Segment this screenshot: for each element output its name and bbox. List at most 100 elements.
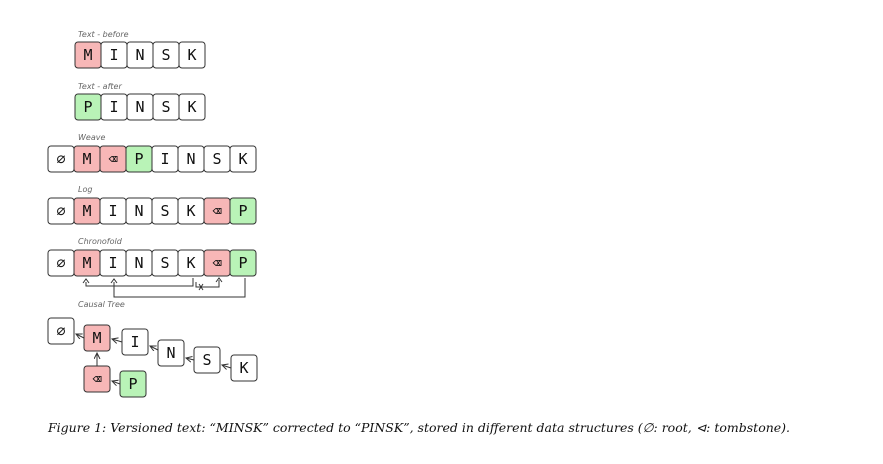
row-weave-cell-5-label: N (186, 150, 195, 168)
row-weave-cell-7-box (229, 145, 257, 173)
label-after: Text - after (78, 82, 122, 91)
row-after-cell-1-label: I (109, 98, 118, 116)
chronofold-link-cut-mark (198, 283, 204, 291)
row-chronofold-cell-7: P (229, 249, 257, 277)
row-chronofold-cell-6-label: ⌫ (212, 254, 221, 272)
row-weave-cell-7-label: K (238, 150, 247, 168)
row-log-cell-2: I (99, 197, 127, 225)
causal-node-6: ⌫ (83, 365, 111, 393)
row-before-cell-4-box (178, 41, 206, 69)
causal-node-3-label: N (166, 344, 175, 362)
edge-m-to-root (76, 334, 85, 338)
causal-node-3: N (157, 339, 185, 367)
label-causal-tree: Causal Tree (78, 300, 125, 309)
row-chronofold-cell-4-label: S (160, 254, 169, 272)
causal-node-7-label: P (128, 375, 137, 393)
row-before-cell-0: M (74, 41, 102, 69)
row-chronofold-cell-4: S (151, 249, 179, 277)
row-after-cell-4-label: K (187, 98, 196, 116)
edge-n-to-i (150, 346, 159, 350)
row-before-cell-0-label: M (83, 46, 92, 64)
causal-node-5: K (230, 354, 258, 382)
row-after-cell-3: S (152, 93, 180, 121)
row-log-cell-7-label: P (238, 202, 247, 220)
row-weave-cell-3: P (125, 145, 153, 173)
label-log: Log (78, 185, 92, 194)
row-chronofold-cell-5: K (177, 249, 205, 277)
label-weave: Weave (78, 133, 105, 142)
row-log-cell-4: S (151, 197, 179, 225)
row-before-cell-4-label: K (187, 46, 196, 64)
row-weave-cell-4-label: I (160, 150, 169, 168)
row-weave-cell-4: I (151, 145, 179, 173)
row-before-cell-2-label: N (135, 46, 144, 64)
causal-node-4-label: S (202, 351, 211, 369)
edge-s-to-n (186, 358, 195, 360)
row-weave-cell-1-label: M (82, 150, 91, 168)
chronofold-links (82, 277, 246, 298)
row-chronofold-cell-3-label: N (134, 254, 143, 272)
chronofold-link-tombstone-arrowhead (215, 277, 223, 283)
row-before-cell-1: I (100, 41, 128, 69)
label-before: Text - before (78, 30, 129, 39)
row-weave-cell-0: ∅ (47, 145, 75, 173)
edge-p-to-tombstone (112, 381, 121, 384)
causal-tree: ∅ M I N S K ⌫ P (47, 317, 258, 398)
row-after-cell-1: I (100, 93, 128, 121)
row-log-cell-1-label: M (82, 202, 91, 220)
row-log-cell-5: K (177, 197, 205, 225)
row-log-cell-7: P (229, 197, 257, 225)
row-log-cell-6: ⌫ (203, 197, 231, 225)
causal-node-0-label: ∅ (56, 322, 65, 340)
causal-node-1-label: M (92, 329, 101, 347)
chronofold-link-p-to-i (113, 278, 246, 298)
row-chronofold-cell-7-label: P (238, 254, 247, 272)
figure-caption: Figure 1: Versioned text: “MINSK” correc… (47, 420, 790, 435)
row-chronofold-cell-5-label: K (186, 254, 195, 272)
causal-node-2: I (121, 328, 149, 356)
row-weave-cell-6-label: S (212, 150, 221, 168)
row-before-cell-2: N (126, 41, 154, 69)
causal-node-2-label: I (130, 333, 139, 351)
causal-node-3-box (157, 339, 185, 367)
row-log-cell-2-label: I (108, 202, 117, 220)
causal-node-4: S (193, 346, 221, 374)
row-before-cell-3-label: S (161, 46, 170, 64)
row-log-cell-7-box (229, 197, 257, 225)
row-chronofold-cell-6: ⌫ (203, 249, 231, 277)
row-chronofold-cell-2-label: I (108, 254, 117, 272)
causal-node-5-label: K (239, 359, 248, 377)
row-log-cell-5-label: K (186, 202, 195, 220)
causal-node-1: M (83, 324, 111, 352)
chronofold-link-tombstone (195, 280, 220, 288)
row-log-cell-4-label: S (160, 202, 169, 220)
row-chronofold-cell-0-label: ∅ (56, 254, 65, 272)
row-log-cell-3-label: N (134, 202, 143, 220)
row-after-cell-2: N (126, 93, 154, 121)
row-weave-cell-5: N (177, 145, 205, 173)
row-after-cell-4: K (178, 93, 206, 121)
row-log-cell-6-label: ⌫ (212, 202, 221, 220)
row-after-cell-2-label: N (135, 98, 144, 116)
causal-node-6-label: ⌫ (92, 370, 101, 388)
causal-node-7: P (119, 370, 147, 398)
causal-node-0-box (47, 317, 75, 345)
row-weave-cell-3-label: P (134, 150, 143, 168)
chronofold-link-k-to-i (85, 278, 194, 287)
edge-i-to-m (112, 339, 123, 342)
row-weave-cell-2-label: ⌫ (108, 150, 117, 168)
row-log-cell-0-label: ∅ (56, 202, 65, 220)
row-weave-cell-1: M (73, 145, 101, 173)
row-log-cell-0: ∅ (47, 197, 75, 225)
row-weave-cell-0-label: ∅ (56, 150, 65, 168)
row-after-cell-3-label: S (161, 98, 170, 116)
row-chronofold-cell-1-label: M (82, 254, 91, 272)
row-weave-cell-2: ⌫ (99, 145, 127, 173)
row-weave-cell-7: K (229, 145, 257, 173)
causal-node-0: ∅ (47, 317, 75, 345)
